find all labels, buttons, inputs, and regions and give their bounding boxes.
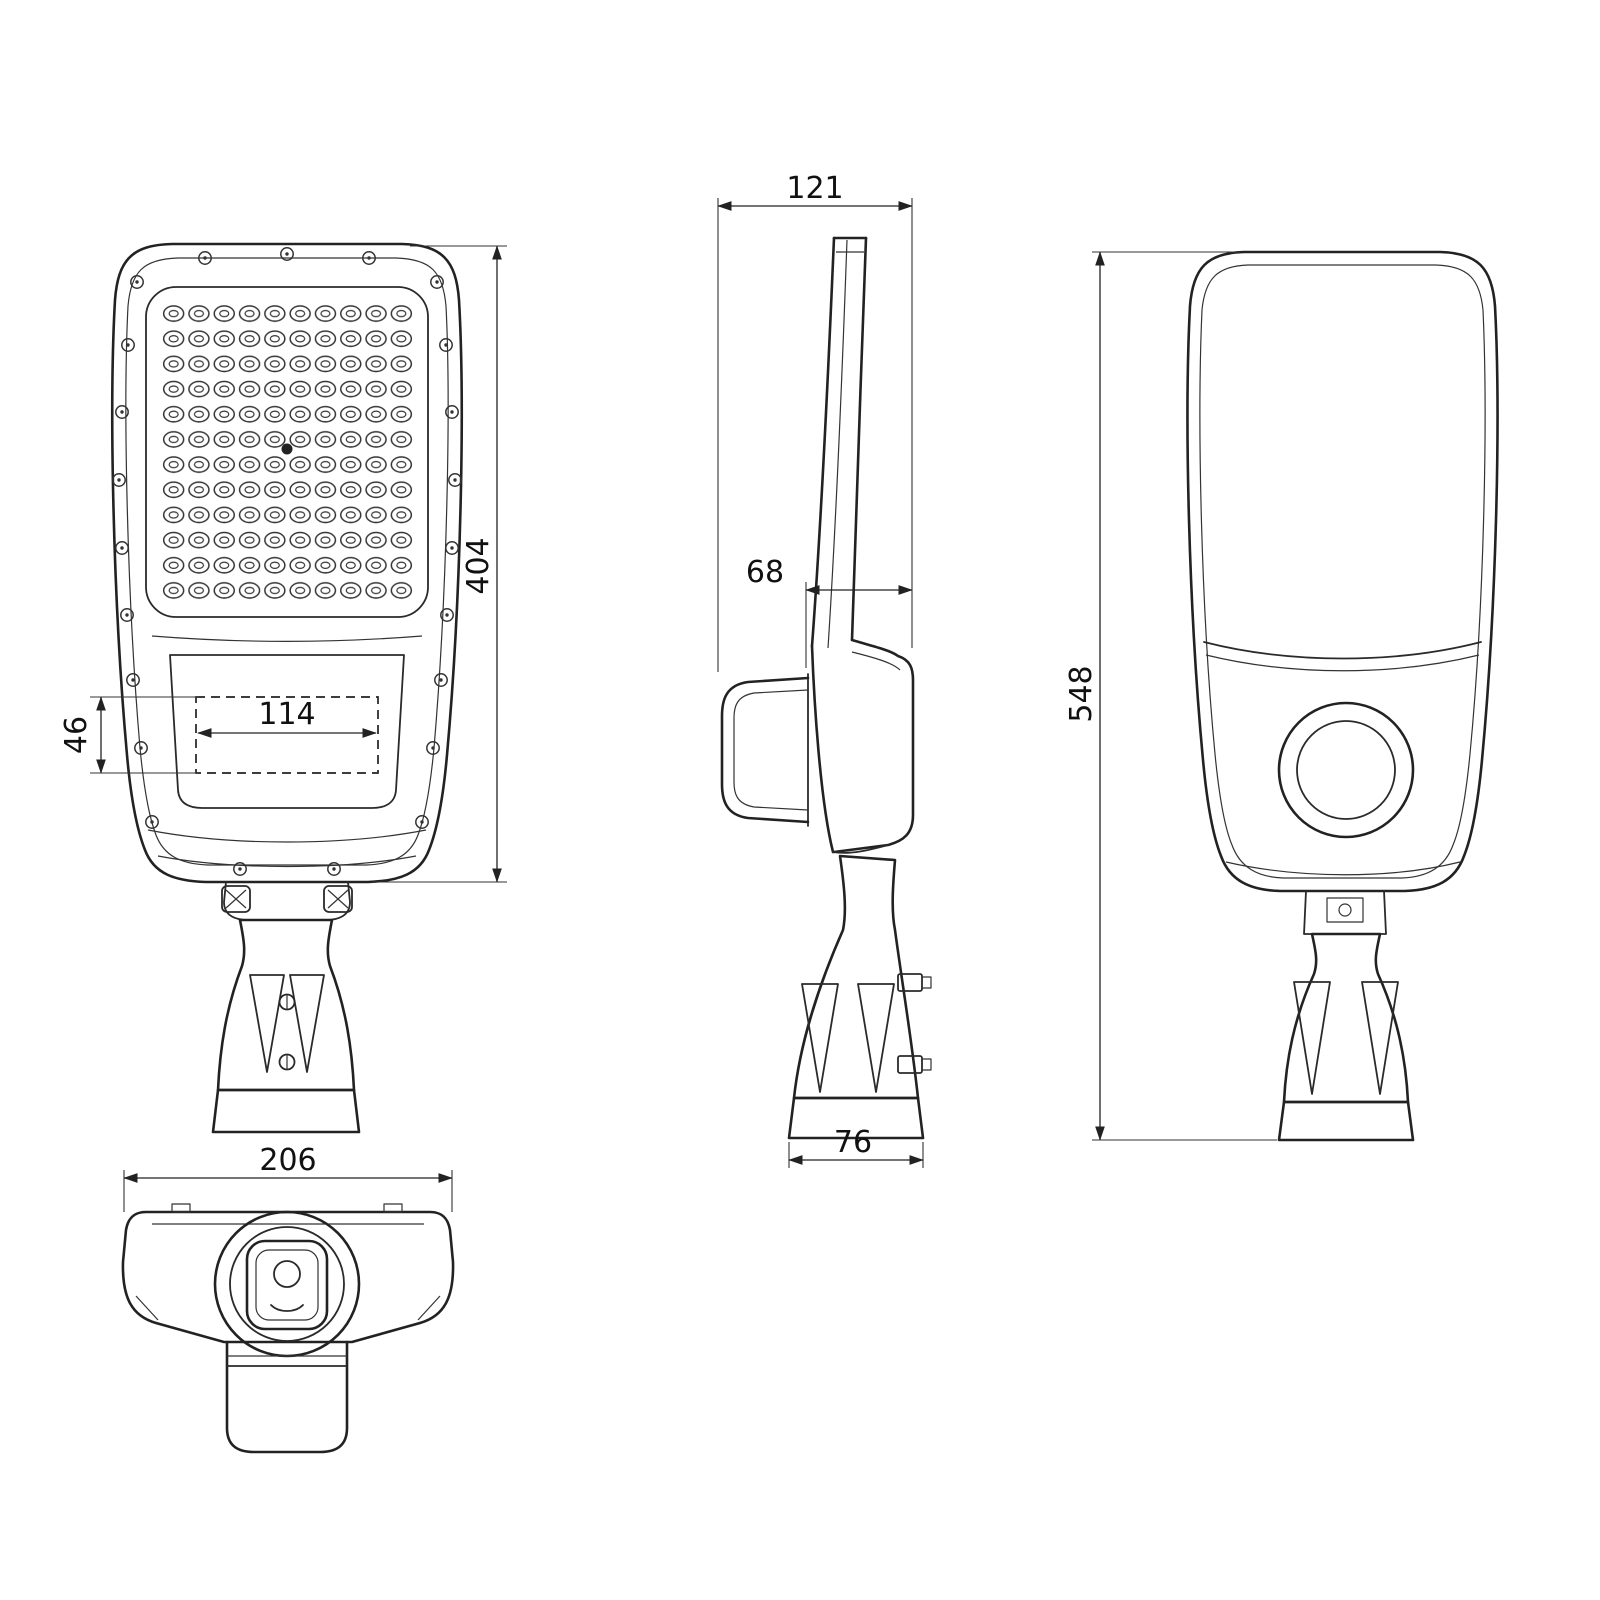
bottom-notch-left xyxy=(171,1203,191,1213)
led-panel-frame xyxy=(145,286,429,618)
side-clamp-bolt-upper xyxy=(897,973,932,992)
rear-bottom-band xyxy=(1225,861,1461,876)
rear-arm-rib-right xyxy=(1361,981,1399,1095)
side-mount-arm xyxy=(792,854,920,1100)
sensor-cylinder-outer xyxy=(720,676,810,824)
rear-collar-plate xyxy=(1326,897,1364,923)
side-arm-rib-left xyxy=(801,983,839,1093)
bottom-notch-right xyxy=(383,1203,403,1213)
sensor-cylinder-inner xyxy=(733,689,809,811)
dimension-front-window-height: 46 xyxy=(59,696,198,774)
dimension-side-base-width: 76 xyxy=(788,1125,924,1168)
side-mount-base xyxy=(787,1096,925,1140)
rear-sensor-ring-outer xyxy=(1277,701,1415,839)
side-clamp-bolt-lower xyxy=(897,1055,932,1074)
hinge-bolt-right xyxy=(323,885,353,913)
dimension-front-height: 404 xyxy=(372,245,507,883)
center-sensor-dot xyxy=(281,443,293,455)
dim-114-label: 114 xyxy=(258,697,315,732)
front-collar xyxy=(223,881,351,921)
rear-housing-outline xyxy=(1186,250,1499,893)
front-lower-compartment xyxy=(169,654,405,809)
front-arm-rib-right xyxy=(289,974,325,1073)
rear-view xyxy=(1186,250,1499,1142)
bottom-clamp-outer xyxy=(245,1239,329,1331)
front-arm-rib-left xyxy=(249,974,285,1073)
dimension-bottom-width: 206 xyxy=(123,1143,453,1212)
dim-46-label: 46 xyxy=(59,716,94,754)
bottom-clamp-hole xyxy=(273,1260,301,1288)
dim-548-label: 548 xyxy=(1064,665,1099,722)
rear-arm-rib-left xyxy=(1293,981,1331,1095)
bottom-clamp-slot xyxy=(270,1304,304,1312)
side-bottom-edge xyxy=(832,844,889,854)
rear-seam-line-2 xyxy=(1205,654,1480,672)
side-driver-housing xyxy=(832,638,915,854)
dimension-side-housing-depth: 68 xyxy=(746,555,913,668)
front-bottom-band-1 xyxy=(147,829,427,843)
bottom-knuckle-inner xyxy=(229,1226,345,1342)
front-bottom-band-2 xyxy=(157,855,417,868)
bottom-view xyxy=(121,1203,455,1454)
rear-mount-base xyxy=(1277,1100,1415,1142)
rear-housing-inner-line xyxy=(1199,264,1486,879)
bottom-body-outline xyxy=(121,1210,455,1344)
front-seam-line xyxy=(151,635,423,642)
dimension-side-depth: 121 xyxy=(717,171,913,672)
side-inner-edge xyxy=(827,239,848,649)
bottom-arm-end xyxy=(225,1340,349,1454)
front-housing-outline xyxy=(111,242,463,884)
dim-206-label: 206 xyxy=(259,1143,316,1178)
rear-mount-arm xyxy=(1282,932,1410,1104)
bottom-clamp-inner xyxy=(255,1249,319,1321)
side-lower-front xyxy=(810,644,835,854)
side-front-edge xyxy=(810,236,836,648)
side-view xyxy=(720,236,932,1140)
side-back-edge xyxy=(850,236,868,642)
side-housing-inner xyxy=(851,651,901,671)
front-mount-arm xyxy=(216,918,356,1092)
rear-sensor-ring-inner xyxy=(1296,720,1396,820)
dim-121-label: 121 xyxy=(786,171,843,206)
rear-seam-line-1 xyxy=(1203,641,1482,660)
bottom-wing-lines xyxy=(135,1295,441,1321)
label-window-dashed xyxy=(195,696,379,774)
dimension-rear-total-height: 548 xyxy=(1064,251,1277,1141)
hinge-bolt-left xyxy=(221,885,251,913)
bottom-knuckle-outer xyxy=(213,1210,361,1358)
side-arm-rib-right xyxy=(857,983,895,1093)
front-view xyxy=(111,242,463,1134)
front-mount-base xyxy=(211,1088,361,1134)
dim-68-label: 68 xyxy=(746,555,784,590)
front-housing-inner-line xyxy=(125,257,449,866)
dim-76-label: 76 xyxy=(834,1125,872,1160)
dimension-front-window-width: 114 xyxy=(197,697,377,738)
rear-collar-bolt xyxy=(1338,903,1352,917)
dim-404-label: 404 xyxy=(461,537,496,594)
